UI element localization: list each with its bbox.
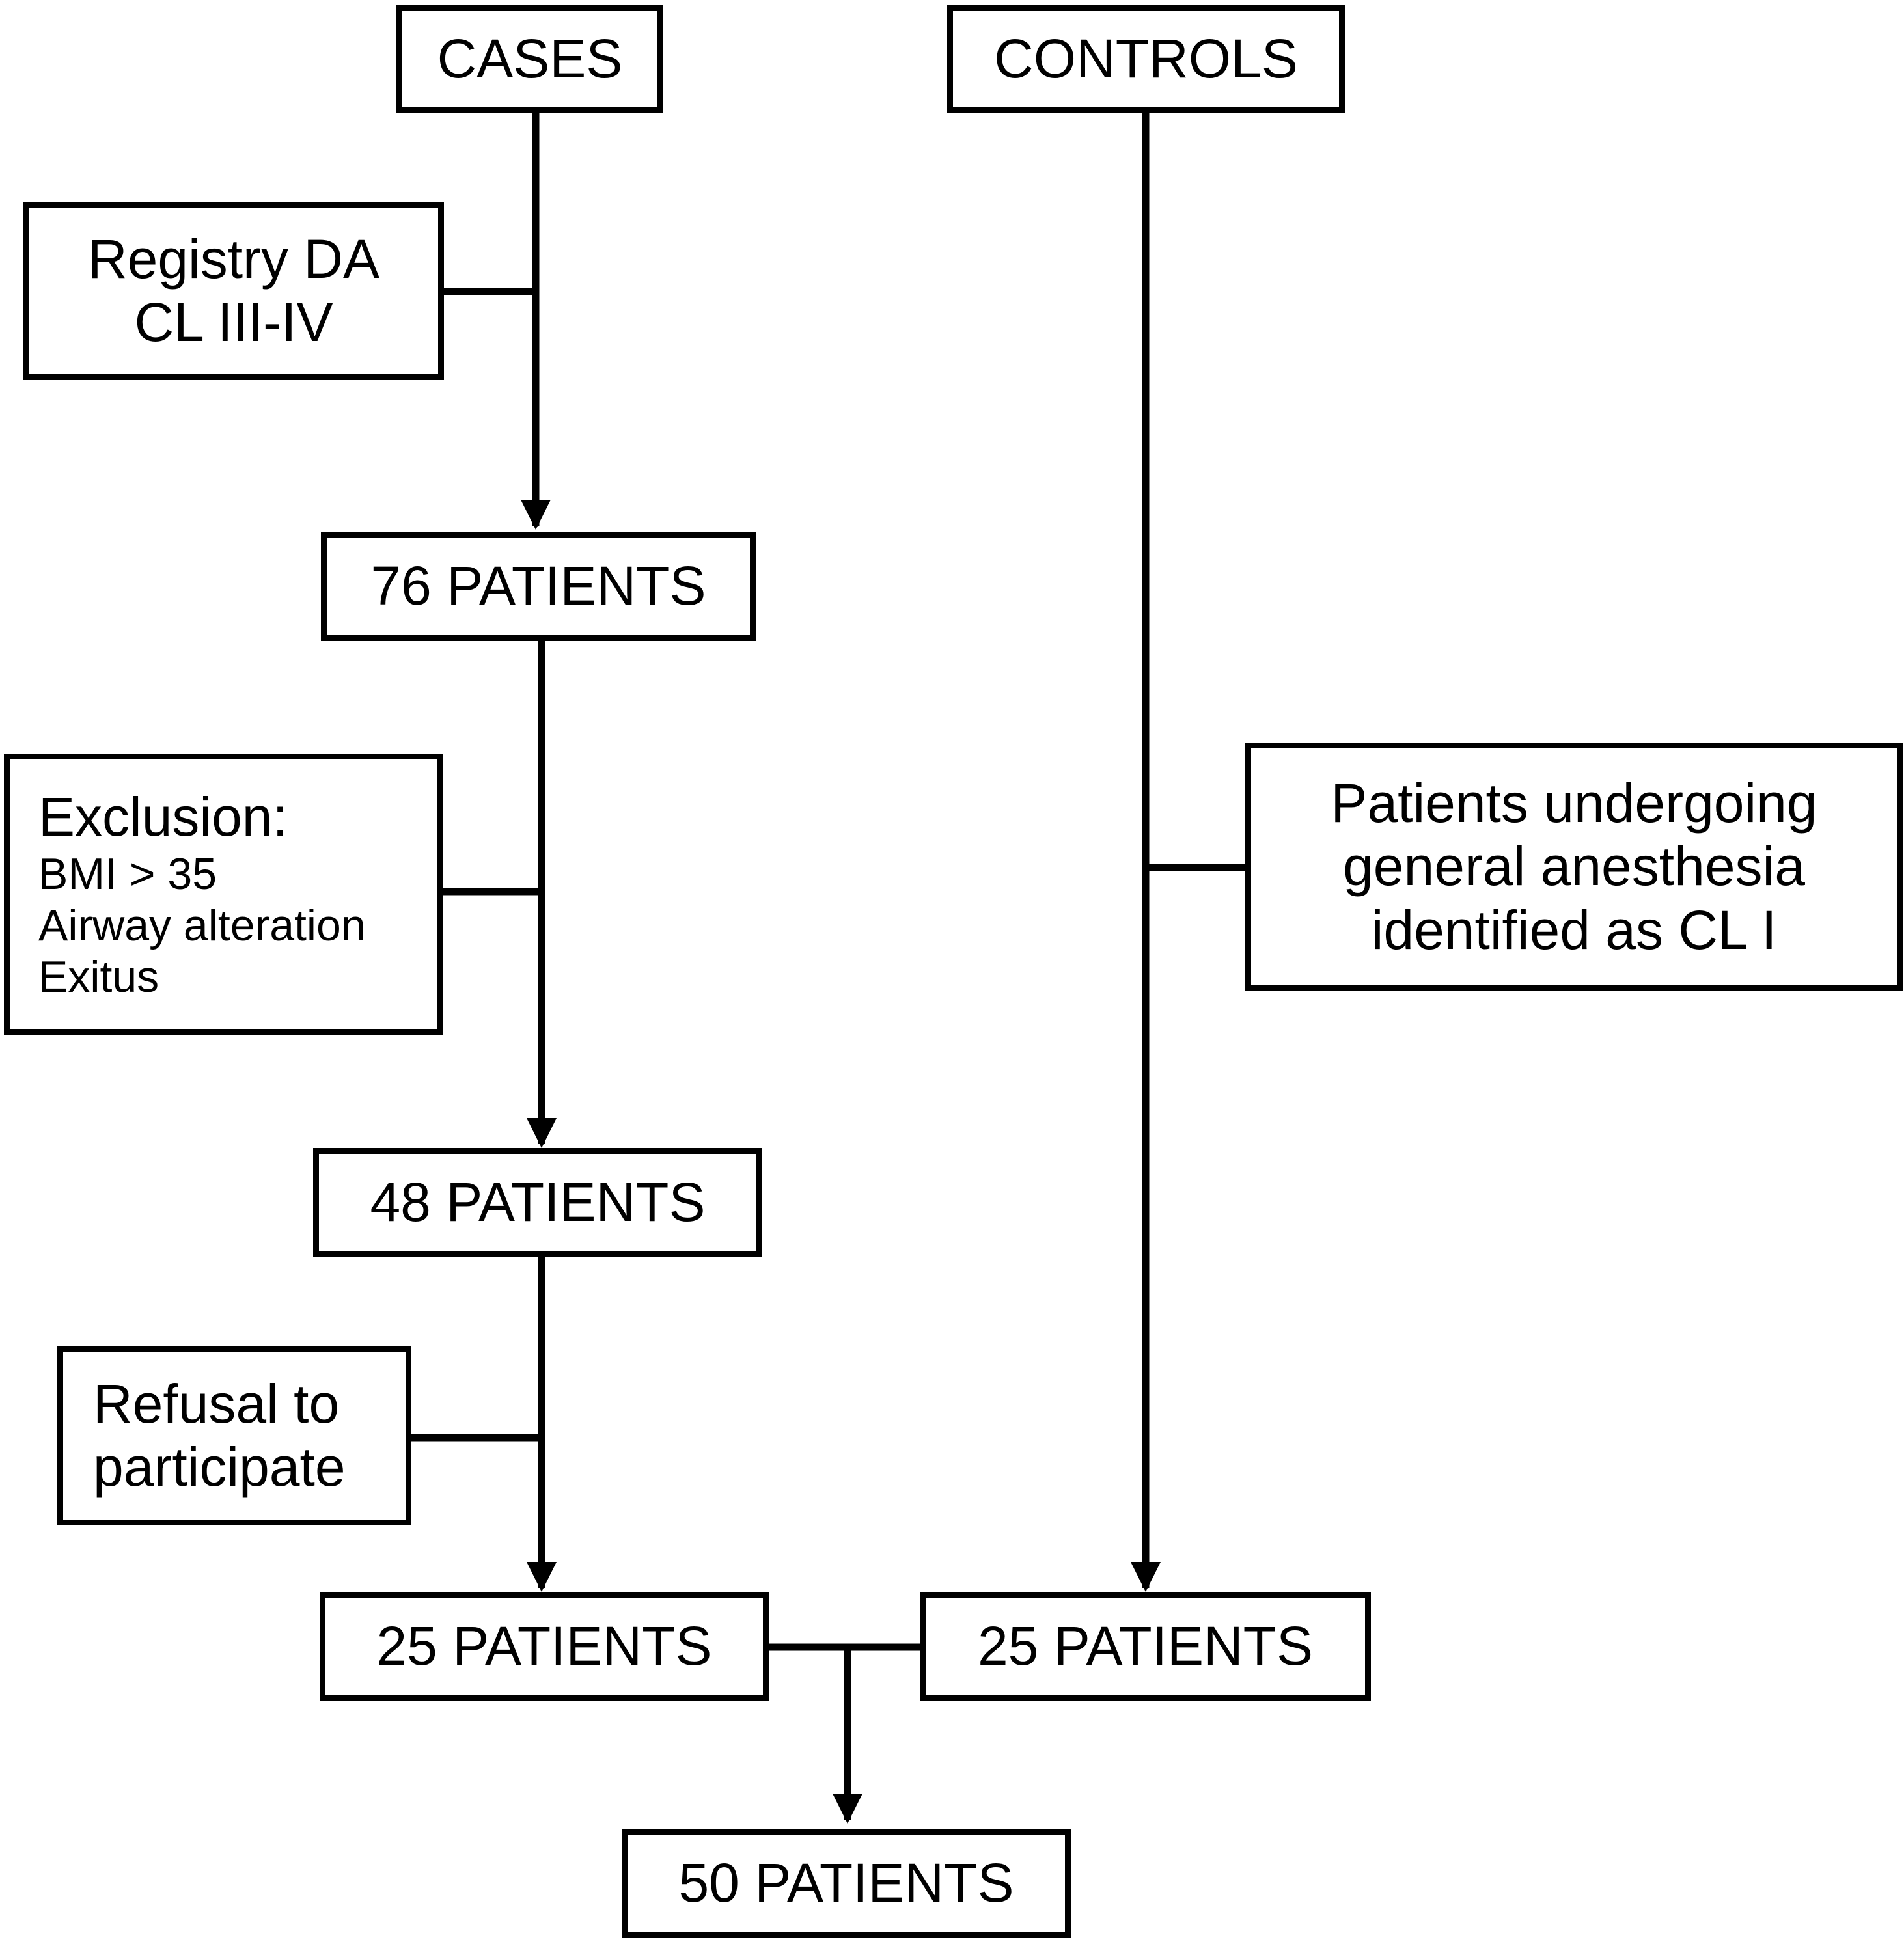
- controls-criteria-box: Patients undergoing general anesthesia i…: [1245, 743, 1903, 991]
- total-label: 50 PATIENTS: [678, 1852, 1014, 1914]
- cases-final-label: 25 PATIENTS: [376, 1615, 712, 1677]
- cases-label: CASES: [437, 28, 623, 90]
- cases-final-box: 25 PATIENTS: [320, 1592, 769, 1701]
- patients-48-label: 48 PATIENTS: [370, 1171, 706, 1233]
- cases-box: CASES: [396, 5, 663, 113]
- registry-box: Registry DA CL III-IV: [23, 202, 444, 380]
- controls-criteria-line1: Patients undergoing: [1331, 772, 1817, 834]
- patients-76-box: 76 PATIENTS: [321, 532, 756, 641]
- controls-final-label: 25 PATIENTS: [977, 1615, 1314, 1677]
- controls-criteria-line2: general anesthesia: [1343, 836, 1805, 897]
- exclusion-title: Exclusion:: [38, 786, 288, 847]
- refusal-line2: participate: [93, 1436, 346, 1498]
- controls-label: CONTROLS: [994, 28, 1298, 90]
- exclusion-item-exitus: Exitus: [38, 952, 159, 1002]
- patients-48-box: 48 PATIENTS: [313, 1148, 762, 1257]
- exclusion-item-bmi: BMI > 35: [38, 849, 217, 899]
- controls-criteria-line3: identified as CL I: [1371, 899, 1777, 961]
- refusal-box: Refusal to participate: [57, 1346, 411, 1525]
- refusal-line1: Refusal to: [93, 1373, 340, 1434]
- registry-line1: Registry DA: [87, 228, 380, 290]
- registry-line2: CL III-IV: [134, 292, 333, 353]
- patients-76-label: 76 PATIENTS: [370, 555, 706, 617]
- controls-box: CONTROLS: [947, 5, 1345, 113]
- exclusion-box: Exclusion: BMI > 35 Airway alteration Ex…: [4, 754, 443, 1035]
- total-box: 50 PATIENTS: [622, 1829, 1071, 1938]
- exclusion-item-airway: Airway alteration: [38, 901, 366, 951]
- controls-final-box: 25 PATIENTS: [920, 1592, 1371, 1701]
